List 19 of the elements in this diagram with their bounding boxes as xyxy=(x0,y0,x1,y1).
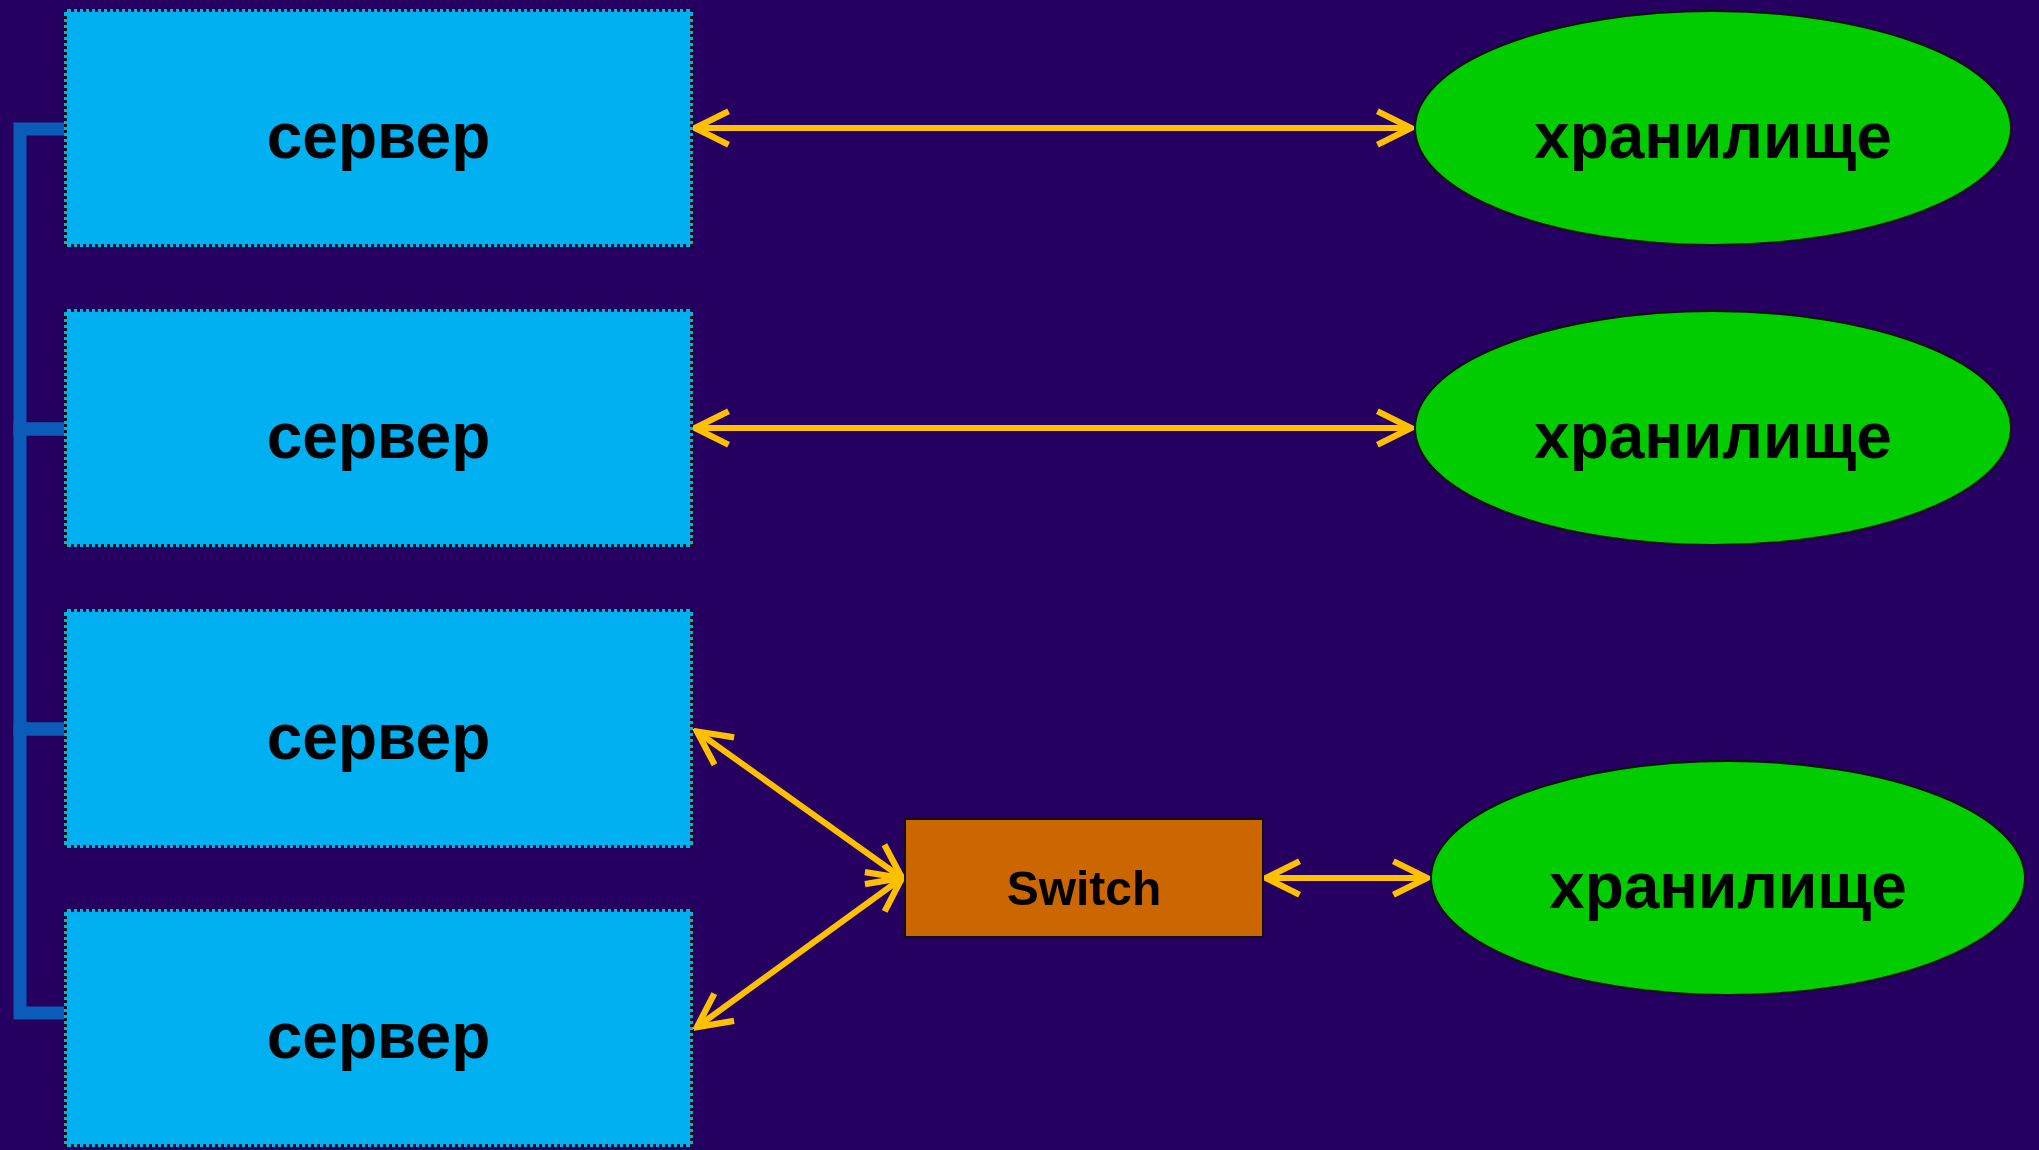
switch-label: Switch xyxy=(1006,860,1162,916)
bus-line xyxy=(13,722,64,1020)
server-box xyxy=(64,909,693,1147)
double-arrow xyxy=(691,108,1415,148)
storage-ellipse xyxy=(1413,309,2013,547)
node-label: хранилище xyxy=(1534,99,1892,173)
node-label: сервер xyxy=(266,699,491,774)
switch-box xyxy=(904,818,1264,938)
server-box xyxy=(64,309,693,547)
server-box xyxy=(64,609,693,848)
node-label: сервер xyxy=(266,99,491,173)
double-arrow xyxy=(691,408,1415,448)
server-box xyxy=(64,9,693,247)
node-label: сервер xyxy=(266,999,491,1073)
node-label: сервер xyxy=(266,399,491,473)
storage-ellipse xyxy=(1413,9,2013,247)
node-label: хранилище xyxy=(1549,849,1907,923)
storage-ellipse xyxy=(1429,759,2027,997)
node-label: хранилище xyxy=(1534,399,1892,473)
